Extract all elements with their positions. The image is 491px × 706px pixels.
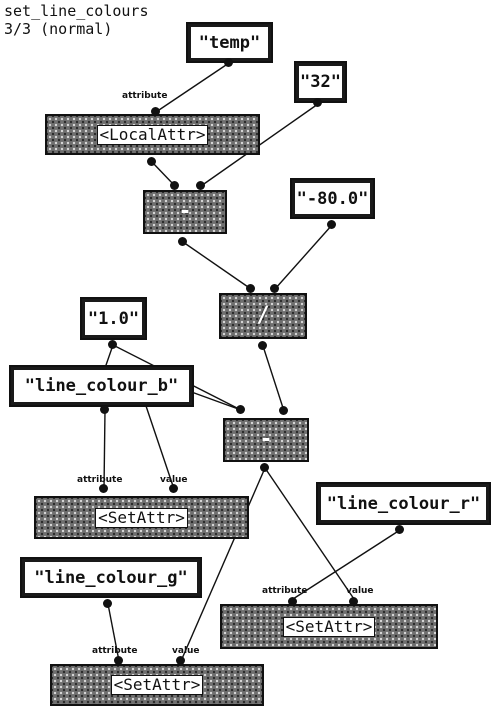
wire-minus2-to-setattrr-value xyxy=(264,467,355,600)
const-line-colour-r[interactable]: "line_colour_r" xyxy=(316,482,491,525)
minus-op[interactable]: - xyxy=(143,190,227,234)
localattr-label: <LocalAttr> xyxy=(96,124,209,145)
pin-neg80-out[interactable] xyxy=(327,220,336,229)
wire-lcg-to-setattrg-attribute xyxy=(107,603,120,662)
const-neg80[interactable]: "-80.0" xyxy=(290,178,375,219)
pin-1-out[interactable] xyxy=(108,340,117,349)
setattr-b-value-label: value xyxy=(160,475,188,485)
divide-label: / xyxy=(256,303,270,328)
setattr-r-label: <SetAttr> xyxy=(282,616,376,637)
minus2-op[interactable]: - xyxy=(223,418,309,462)
wire-lcr-to-setattrr-attribute xyxy=(292,529,401,600)
wire-lcb-to-setattrb-attribute xyxy=(103,409,106,490)
const-32[interactable]: "32" xyxy=(294,61,347,103)
wire-80-to-divide xyxy=(274,224,333,290)
const-line-colour-g-label: "line_colour_g" xyxy=(25,562,197,593)
pin-lcr-out[interactable] xyxy=(395,525,404,534)
const-1[interactable]: "1.0" xyxy=(80,297,147,340)
setattr-r-value-label: value xyxy=(346,586,374,596)
pin-setattr-g-attribute[interactable] xyxy=(114,656,123,665)
wire-lcb-to-setattrb-value xyxy=(144,402,175,490)
setattr-b-label: <SetAttr> xyxy=(95,507,188,528)
pin-setattr-r-value[interactable] xyxy=(349,597,358,606)
localattr-op[interactable]: <LocalAttr> xyxy=(45,114,260,155)
pin-setattr-b-value[interactable] xyxy=(169,484,178,493)
setattr-r-op[interactable]: <SetAttr> xyxy=(220,604,438,649)
pin-lcb-out[interactable] xyxy=(100,405,109,414)
case-label: 3/3 (normal) xyxy=(4,20,113,38)
const-temp-label: "temp" xyxy=(191,27,268,58)
diagram-header: set_line_colours 3/3 (normal) xyxy=(4,2,149,38)
pin-localattr-out[interactable] xyxy=(147,157,156,166)
pin-setattr-b-attribute[interactable] xyxy=(99,484,108,493)
localattr-attribute-label: attribute xyxy=(122,91,168,101)
pin-minus2-out[interactable] xyxy=(260,463,269,472)
pin-temp-out[interactable] xyxy=(224,58,233,67)
setattr-g-op[interactable]: <SetAttr> xyxy=(50,664,264,706)
wire-minus2-to-setattrg-value xyxy=(180,467,266,662)
divide-op[interactable]: / xyxy=(219,293,307,339)
pin-divide-in-left[interactable] xyxy=(246,284,255,293)
method-name: set_line_colours xyxy=(4,2,149,20)
pin-lcg-out[interactable] xyxy=(103,599,112,608)
pin-divide-in-right[interactable] xyxy=(270,284,279,293)
const-1-label: "1.0" xyxy=(85,302,142,335)
pin-setattr-r-attribute[interactable] xyxy=(288,597,297,606)
const-line-colour-b[interactable]: "line_colour_b" xyxy=(9,365,194,407)
minus2-label: - xyxy=(259,427,273,452)
wire-temp-to-localattr xyxy=(155,62,230,113)
pin-minus-in-right[interactable] xyxy=(196,181,205,190)
pin-minus2-in-right[interactable] xyxy=(279,406,288,415)
pin-minus-in-left[interactable] xyxy=(170,181,179,190)
const-neg80-label: "-80.0" xyxy=(295,183,370,214)
const-line-colour-r-label: "line_colour_r" xyxy=(321,487,486,520)
setattr-g-label: <SetAttr> xyxy=(110,675,204,695)
setattr-g-attribute-label: attribute xyxy=(92,646,138,656)
wire-lcb-to-minus2 xyxy=(185,389,242,411)
setattr-g-value-label: value xyxy=(172,646,200,656)
pin-minus2-in-left[interactable] xyxy=(236,405,245,414)
const-line-colour-b-label: "line_colour_b" xyxy=(14,370,189,402)
minus-label: - xyxy=(178,199,192,224)
wire-minus-to-divide xyxy=(182,241,252,290)
pin-minus-out[interactable] xyxy=(178,237,187,246)
setattr-b-op[interactable]: <SetAttr> xyxy=(34,496,249,539)
pin-divide-out[interactable] xyxy=(258,341,267,350)
pin-localattr-in[interactable] xyxy=(151,107,160,116)
const-32-label: "32" xyxy=(299,66,342,98)
const-temp[interactable]: "temp" xyxy=(186,22,273,63)
const-line-colour-g[interactable]: "line_colour_g" xyxy=(20,557,202,598)
pin-setattr-g-value[interactable] xyxy=(176,656,185,665)
wire-divide-to-minus2 xyxy=(262,345,285,412)
pin-32-out[interactable] xyxy=(313,98,322,107)
setattr-b-attribute-label: attribute xyxy=(77,475,123,485)
setattr-r-attribute-label: attribute xyxy=(262,586,308,596)
